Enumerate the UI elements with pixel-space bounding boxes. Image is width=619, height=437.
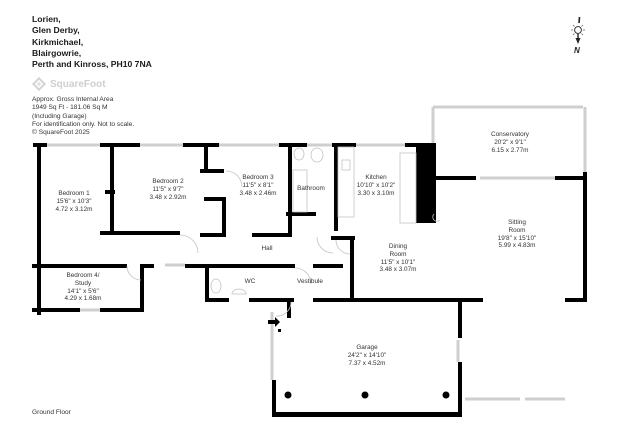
compass: N	[567, 14, 591, 62]
room-size-metric: 7.37 x 4.52m	[348, 359, 386, 367]
fixtures	[126, 146, 441, 317]
room-name-line: Room	[389, 250, 407, 258]
room-size-metric: 4.29 x 1.68m	[64, 295, 102, 303]
room-bedroom-4-study: Bedroom 4/ Study 14'1" x 5'6" 4.29 x 1.6…	[65, 272, 102, 303]
room-bedroom-2: Bedroom 2 11'5" x 9'7" 3.48 x 2.92m	[150, 178, 187, 201]
squarefoot-logo-icon	[32, 77, 46, 91]
room-size-imperial: 24'2" x 14'10"	[347, 351, 387, 359]
room-name: Bedroom 3	[242, 174, 274, 181]
room-name: Bedroom 2	[152, 178, 184, 185]
address-line: Lorien,	[32, 14, 61, 24]
floor-label: Ground Floor	[32, 409, 71, 416]
room-name-line: Dining	[388, 243, 408, 250]
room-bathroom: Bathroom	[297, 185, 325, 193]
notes-line: © SquareFoot 2025	[32, 129, 90, 137]
room-vestibule: Vestibule	[297, 278, 323, 286]
room-size-metric: 3.48 x 2.46m	[239, 189, 277, 197]
room-dining-room: Dining Room 11'5" x 10'1" 3.48 x 3.07m	[380, 243, 417, 274]
room-name: Bedroom 1	[58, 190, 90, 197]
room-size-imperial: 11'5" x 10'1"	[380, 258, 416, 266]
room-name: Bathroom	[297, 185, 325, 192]
room-size-metric: 3.30 x 3.10m	[357, 189, 395, 197]
room-size-imperial: 15'6" x 10'3"	[56, 197, 92, 205]
room-size-metric: 4.72 x 3.12m	[55, 205, 93, 213]
room-size-imperial: 20'2" x 9'1"	[494, 138, 526, 146]
room-size-imperial: 11'5" x 9'7"	[152, 185, 184, 193]
logo-text: SquareFoot	[50, 78, 106, 90]
notes-line: For identification only. Not to scale.	[32, 120, 135, 128]
room-name-line: Bedroom 4/	[66, 272, 100, 279]
room-size-metric: 5.99 x 4.83m	[498, 242, 536, 250]
room-name-line: Room	[508, 226, 526, 234]
room-size-metric: 3.48 x 3.07m	[379, 266, 417, 274]
room-bedroom-1: Bedroom 1 15'6" x 10'3" 4.72 x 3.12m	[56, 190, 93, 213]
room-name: Vestibule	[297, 278, 323, 285]
squarefoot-logo: SquareFoot	[32, 77, 106, 91]
area-notes: Approx. Gross Internal Area 1949 Sq Ft -…	[32, 96, 134, 137]
room-size-metric: 6.15 x 2.77m	[491, 146, 529, 154]
room-name-line: Study	[74, 279, 92, 287]
room-kitchen: Kitchen 10'10" x 10'2" 3.30 x 3.10m	[357, 174, 396, 197]
room-name: WC	[244, 278, 256, 285]
notes-line: (Including Garage)	[32, 112, 87, 120]
north-label: N	[574, 46, 580, 55]
room-wc: WC	[245, 278, 256, 286]
address-line: Kirkmichael,	[32, 36, 84, 47]
room-name-line: Sitting	[508, 219, 526, 226]
room-size-imperial: 19'8" x 15'10"	[497, 234, 537, 242]
room-size-imperial: 14'1" x 5'6"	[67, 287, 99, 295]
room-hall: Hall	[261, 245, 272, 253]
sun-north-arrow-icon	[571, 16, 585, 44]
room-conservatory: Conservatory 20'2" x 9'1" 6.15 x 2.77m	[491, 131, 529, 154]
room-size-metric: 3.48 x 2.92m	[149, 193, 187, 201]
address-line: Blairgowrie,	[32, 47, 82, 58]
room-name: Hall	[261, 245, 273, 252]
notes-line: Approx. Gross Internal Area	[32, 96, 114, 103]
address-line: Glen Derby,	[32, 25, 80, 36]
room-size-imperial: 11'5" x 8'1"	[242, 181, 274, 189]
walls	[32, 143, 587, 417]
room-size-imperial: 10'10" x 10'2"	[356, 181, 396, 189]
property-address: Lorien, Glen Derby, Kirkmichael, Blairgo…	[32, 14, 152, 70]
room-name: Kitchen	[365, 174, 387, 181]
room-name: Conservatory	[490, 131, 530, 138]
room-sitting-room: Sitting Room 19'8" x 15'10" 5.99 x 4.83m	[498, 219, 537, 250]
notes-line: 1949 Sq Ft - 181.06 Sq M	[32, 104, 108, 112]
room-bedroom-3: Bedroom 3 11'5" x 8'1" 3.48 x 2.46m	[240, 174, 277, 197]
address-line: Perth and Kinross, PH10 7NA	[32, 59, 152, 70]
room-garage: Garage 24'2" x 14'10" 7.37 x 4.52m	[348, 344, 387, 367]
room-name: Garage	[356, 344, 378, 351]
